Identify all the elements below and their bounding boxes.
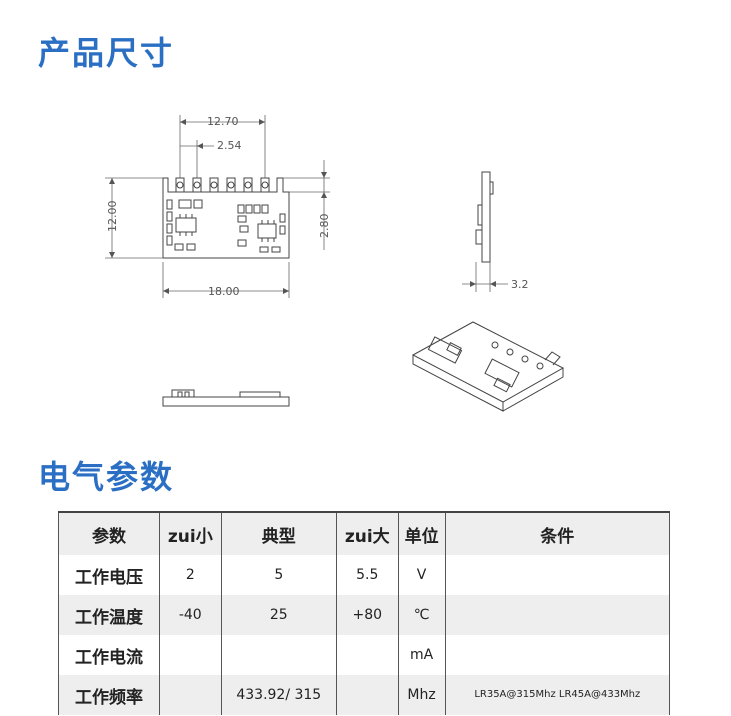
typ-value: 5	[220, 555, 337, 595]
unit-value: V	[397, 555, 446, 595]
dim-tab: 2.80	[318, 214, 331, 239]
min-value	[159, 635, 222, 675]
dimension-drawing: 12.70 2.54 12.00 18.00 2.80 3.2	[105, 115, 565, 412]
param-name: 工作电压	[58, 555, 160, 595]
header-cell: zui大	[335, 511, 399, 555]
dim-width: 18.00	[208, 285, 240, 298]
param-name: 工作电流	[58, 635, 160, 675]
table-row: 工作电流 mA	[58, 635, 671, 675]
table-row: 工作频率 433.92/ 315 Mhz LR35A@315Mhz LR45A@…	[58, 675, 671, 715]
header-cell: 条件	[444, 511, 671, 555]
min-value: 2	[159, 555, 222, 595]
unit-value: ℃	[397, 595, 446, 635]
dim-pin-span: 12.70	[207, 115, 239, 128]
max-value: +80	[335, 595, 399, 635]
dim-pin-pitch: 2.54	[217, 139, 242, 152]
typ-value: 25	[220, 595, 337, 635]
param-name: 工作频率	[58, 675, 160, 715]
unit-value: mA	[397, 635, 446, 675]
bottom-view	[162, 389, 290, 407]
table-row: 工作电压 2 5 5.5 V	[58, 555, 671, 595]
max-value	[335, 675, 399, 715]
unit-value: Mhz	[397, 675, 446, 715]
condition-value: LR35A@315Mhz LR45A@433Mhz	[444, 675, 671, 715]
header-cell: 单位	[397, 511, 446, 555]
header-cell: 参数	[58, 511, 160, 555]
min-value: -40	[159, 595, 222, 635]
table-header-row: 参数 zui小 典型 zui大 单位 条件	[58, 511, 671, 555]
typ-value	[220, 635, 337, 675]
table-row: 工作温度 -40 25 +80 ℃	[58, 595, 671, 635]
header-cell: zui小	[159, 511, 222, 555]
max-value	[335, 635, 399, 675]
max-value: 5.5	[335, 555, 399, 595]
side-view	[475, 171, 494, 263]
min-value	[159, 675, 222, 715]
dim-height: 12.00	[106, 201, 119, 233]
header-cell: 典型	[220, 511, 337, 555]
typ-value: 433.92/ 315	[220, 675, 337, 715]
electrical-parameters-table: 参数 zui小 典型 zui大 单位 条件 工作电压 2 5 5.5 V 工作温…	[58, 511, 671, 715]
section-title-electrical: 电气参数	[38, 458, 175, 496]
param-name: 工作温度	[58, 595, 160, 635]
condition-value	[444, 555, 671, 595]
condition-value	[444, 595, 671, 635]
dim-thickness: 3.2	[511, 278, 529, 291]
front-view	[162, 177, 290, 259]
isometric-view	[411, 321, 565, 412]
condition-value	[444, 635, 671, 675]
section-title-dimensions: 产品尺寸	[38, 34, 175, 72]
